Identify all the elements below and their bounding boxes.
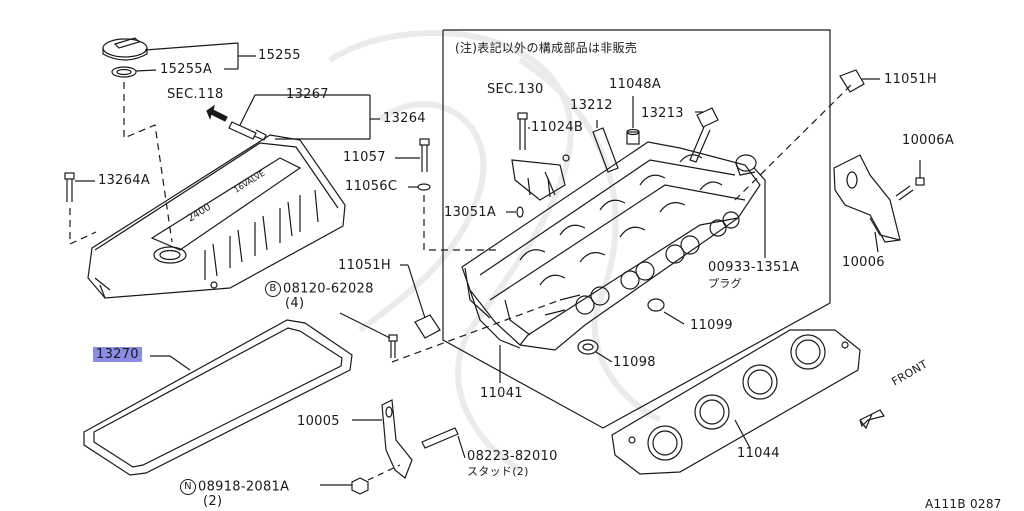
label-08223: 08223-82010 [467,449,558,464]
label-13264: 13264 [383,111,426,126]
nut-08918 [320,477,369,495]
oil-cap-gasket [111,66,238,78]
label-13270: 13270 [93,347,142,362]
leader-cap-dashed [123,82,173,243]
sec118-arrow [206,104,228,122]
label-11041: 11041 [480,386,523,401]
rocker-cover [87,134,346,299]
label-11056c: 11056C [345,179,398,194]
oil-jet-13212 [592,120,619,173]
label-15255a: 15255A [160,62,213,77]
label-11098: 11098 [613,355,656,370]
cap-11051h-top [839,69,880,93]
bracket-10006 [833,154,901,253]
cover-text-displacement: 2400 [186,202,213,225]
head-axis-dashed [391,83,853,363]
cylinder-head [461,141,761,351]
bracket-10005 [352,399,413,479]
label-10005: 10005 [297,414,340,429]
label-13213: 13213 [641,106,684,121]
assembly-frame [442,29,831,429]
cover-bolt [64,172,95,202]
label-13267: 13267 [286,87,329,102]
label-11048a: 11048A [609,77,662,92]
label-11099: 11099 [690,318,733,333]
figure-code: A111B 0287 [925,497,1002,511]
bolt-10006a [895,160,925,201]
head-gasket [611,329,861,475]
plug-11098 [577,339,613,363]
label-08918-number: 08918-2081A [198,479,290,495]
cam-bracket [511,112,566,201]
label-11044: 11044 [737,446,780,461]
label-11051h-mid: 11051H [338,258,391,273]
plug-11099 [647,298,685,325]
label-11057: 11057 [343,150,386,165]
label-13051a: 13051A [444,205,497,220]
label-00933-sub: プラグ [708,277,742,290]
label-15255: 15255 [258,48,301,63]
label-sec118: SEC.118 [167,87,224,102]
label-08223-sub: スタッド(2) [467,465,529,478]
label-11024b: 11024B [531,120,584,135]
label-08120-number: 08120-62028 [283,281,374,297]
label-10006a: 10006A [902,133,955,148]
note-label: (注)表記以外の構成部品は非販売 [455,41,638,55]
rocker-cover-gasket [83,319,353,476]
label-13264a: 13264A [98,173,151,188]
dowel-11024b [562,154,570,162]
leader-nut-dashed [367,464,401,481]
cap-11051h-mid [400,264,441,339]
plug-00933 [735,154,766,258]
label-11051h-top: 11051H [884,72,937,87]
leader-bolt-dashed [69,208,97,245]
label-00933: 00933-1351A [708,260,800,275]
label-10006: 10006 [842,255,885,270]
seal-11048a [626,96,640,145]
n-circle-icon: N [180,479,196,495]
label-08918-qty: (2) [203,494,223,509]
b-circle-icon: B [265,281,281,297]
oil-filler-cap [102,37,256,69]
label-13212: 13212 [570,98,613,113]
cover-text-valve: 16VALVE [232,169,266,195]
label-08120-qty: (4) [285,296,305,311]
stud-11057 [395,138,431,191]
tube-13213 [689,107,719,163]
label-sec130: SEC.130 [487,82,544,97]
front-arrow [859,409,885,428]
stud-08223 [421,427,466,459]
washer-13051a [506,206,524,218]
leader-11057-dashed [423,195,500,251]
bolt-08120 [339,312,398,358]
